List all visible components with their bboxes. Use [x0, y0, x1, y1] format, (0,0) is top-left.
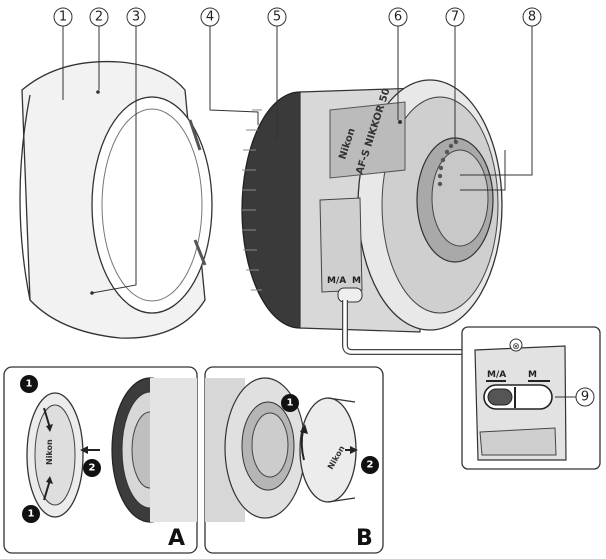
svg-text:1: 1 [26, 379, 33, 390]
panel-a-letter: A [168, 526, 185, 551]
step-badge-b-1: 1 [281, 394, 299, 412]
svg-text:1: 1 [59, 10, 67, 25]
svg-text:2: 2 [89, 463, 96, 474]
svg-text:5: 5 [273, 10, 281, 25]
svg-text:1: 1 [287, 398, 294, 409]
zoom-switch-m-label: M [528, 370, 537, 380]
callout-6: 6 [388, 7, 408, 27]
panel-b-letter: B [356, 526, 373, 551]
front-cap-brand: Nikon [45, 439, 54, 465]
step-badge-b-2: 2 [361, 456, 379, 474]
panel-b: Nikon B [204, 366, 384, 554]
lens-hood [19, 60, 213, 339]
callout-leaders [62, 26, 585, 398]
svg-text:7: 7 [451, 10, 459, 25]
callout-1: 1 [53, 7, 73, 27]
main-lens: Nikon AF-S NIKKOR 50 M/A M [241, 79, 503, 333]
svg-text:6: 6 [394, 10, 402, 25]
lens-switch-m-label: M [352, 276, 361, 286]
svg-text:8: 8 [528, 10, 536, 25]
callout-5: 5 [267, 7, 287, 27]
callout-8: 8 [522, 7, 542, 27]
switch-zoom-box: ⊗ M/A M [461, 326, 601, 470]
panel-a: Nikon A [3, 366, 198, 554]
step-badge-a-2: 2 [83, 459, 101, 477]
svg-text:1: 1 [28, 509, 35, 520]
callout-9: 9 [575, 387, 595, 407]
lens-switch-ma-label: M/A [327, 276, 346, 286]
callout-2: 2 [89, 7, 109, 27]
callout-7: 7 [445, 7, 465, 27]
focus-ring-ridges [242, 109, 262, 291]
svg-text:4: 4 [206, 10, 214, 25]
svg-text:2: 2 [95, 10, 103, 25]
callout-3: 3 [126, 7, 146, 27]
svg-text:2: 2 [367, 460, 374, 471]
svg-text:3: 3 [132, 10, 140, 25]
step-badge-a-1-bottom: 1 [22, 505, 40, 523]
callout-4: 4 [200, 7, 220, 27]
zoom-switch-ma-label: M/A [487, 370, 506, 380]
cpu-contacts [437, 139, 459, 187]
step-badge-a-1-top: 1 [20, 375, 38, 393]
svg-text:⊗: ⊗ [512, 342, 520, 352]
svg-text:9: 9 [581, 390, 589, 405]
